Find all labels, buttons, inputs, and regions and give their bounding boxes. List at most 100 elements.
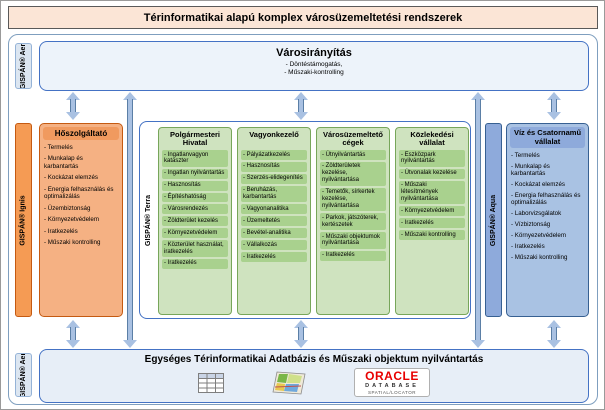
list-item: - Energia felhasználás és optimalizálás <box>511 192 581 207</box>
column-title: Vagyonkezelő <box>249 130 299 139</box>
list-item: - Műszaki objektumok nyilvántartása <box>320 232 386 249</box>
double-arrow <box>66 320 80 348</box>
viz-csatornamu-title: Víz és Csatornamű vállalat <box>510 127 585 149</box>
list-item: - Közterület használat, iratkezelés <box>162 240 228 257</box>
list-item: - Környezetvédelem <box>399 206 465 217</box>
varosiranyitas-panel: Városirányítás - Döntéstámogatás, - Műsz… <box>39 41 589 91</box>
double-arrow <box>294 92 308 120</box>
list-item: - Munkalap és karbantartás <box>44 155 83 170</box>
table-icon <box>198 372 225 393</box>
varosiranyitas-item: - Műszaki-kontrolling <box>284 69 344 77</box>
arrow-shaft <box>475 99 481 341</box>
arrow-shaft <box>551 327 557 341</box>
double-arrow-tall <box>471 92 485 348</box>
column-varosuzemelteto-cegek: Városüzemeltető cégek - Útnyilvántartás … <box>316 127 390 315</box>
list-item: - Szerzés-elidegenítés <box>241 173 307 184</box>
terra-container: GISPÁN® Terra Polgármesteri Hivatal - In… <box>139 121 471 319</box>
gispan-aer-top-label: GISPÁN® Aer <box>20 43 28 89</box>
list-item: - Útvonalak kezelése <box>399 168 465 179</box>
list-item: - Parkok, játszóterek, kertészetek <box>320 213 386 231</box>
gispan-ignis-strip: GISPÁN® Ignis <box>15 123 32 317</box>
oracle-logo: ORACLE DATABASE SPATIAL/LOCATOR <box>354 368 430 398</box>
arrow-shaft <box>551 99 557 113</box>
arrow-shaft <box>70 99 76 113</box>
oracle-logo-product: DATABASE <box>365 382 419 389</box>
gispan-ignis-label: GISPÁN® Ignis <box>20 194 27 246</box>
list-item: - Eszközpark nyilvántartás <box>399 150 465 167</box>
list-item: - Termelés <box>44 144 73 151</box>
arrow-shaft <box>127 99 133 341</box>
gispan-aqua-label: GISPÁN® Aqua <box>490 194 497 246</box>
gispan-aer-bottom-label: GISPÁN® Aer <box>20 353 28 397</box>
list-item: - Zöldterület kezelés <box>162 216 228 227</box>
list-item: - Munkalap és karbantartás <box>511 162 550 178</box>
page-title: Térinformatikai alapú komplex városüzeme… <box>143 11 463 24</box>
list-item: - Temetők, sírkertek kezelése, nyilvánta… <box>320 187 386 212</box>
column-title: Közlekedési vállalat <box>410 130 454 148</box>
list-item: - Energia felhasználás és optimalizálás <box>44 185 114 201</box>
list-item: - Üzembiztonság <box>44 204 91 212</box>
hoszolgaltato-title: Hőszolgáltató <box>43 127 119 140</box>
list-item: - Környezetvédelem <box>44 216 100 224</box>
column-title: Városüzemeltető cégek <box>322 130 384 148</box>
arrow-shaft <box>70 327 76 341</box>
database-icons-row: ORACLE DATABASE SPATIAL/LOCATOR <box>40 368 588 398</box>
hoszolgaltato-panel: Hőszolgáltató - Termelés - Munkalap és k… <box>39 123 123 317</box>
list-item: - Bevétel-analitika <box>241 228 307 239</box>
double-arrow-tall <box>123 92 137 348</box>
database-panel: Egységes Térinformatikai Adatbázis és Mű… <box>39 349 589 403</box>
map-layers-icon <box>272 371 306 394</box>
list-item: - Környezetvédelem <box>511 232 567 240</box>
list-item: - Útnyilvántartás <box>320 150 386 160</box>
list-item: - Vállalkozás <box>241 240 307 251</box>
oracle-logo-name: ORACLE <box>365 369 419 383</box>
list-item: - Iratkezelés <box>44 227 78 235</box>
list-item: - Pályázatkezelés <box>241 150 307 160</box>
oracle-logo-option: SPATIAL/LOCATOR <box>368 389 416 395</box>
arrow-shaft <box>298 327 304 341</box>
list-item: - Műszaki kontrolling <box>44 238 101 246</box>
list-item: - Iratkezelés <box>241 252 307 262</box>
double-arrow <box>547 320 561 348</box>
viz-csatornamu-panel: Víz és Csatornamű vállalat - Termelés - … <box>506 123 589 317</box>
varosiranyitas-item: - Döntéstámogatás, <box>285 61 343 68</box>
gispan-aqua-strip: GISPÁN® Aqua <box>485 123 502 317</box>
list-item: - Laborvizsgálatok <box>511 210 562 218</box>
database-panel-title: Egységes Térinformatikai Adatbázis és Mű… <box>144 354 484 365</box>
list-item: - Műszaki létesítmények nyilvántartása <box>399 180 465 205</box>
list-item: - Ingatlanvagyon kataszter <box>162 150 228 167</box>
list-item: - Műszaki kontrolling <box>399 230 465 241</box>
list-item: - Építéshatóság <box>162 192 228 203</box>
list-item: - Vízbiztonság <box>511 221 551 229</box>
list-item: - Kockázat elemzés <box>511 181 565 189</box>
list-item: - Iratkezelés <box>320 250 386 261</box>
list-item: - Hasznosítás <box>241 161 307 172</box>
column-title: Polgármesteri Hivatal <box>169 130 221 148</box>
list-item: - Hasznosítás <box>162 180 228 191</box>
list-item: - Városrendezés <box>162 204 228 215</box>
list-item: - Ingatlan nyilvántartás <box>162 168 228 179</box>
column-polgarmesteri-hivatal: Polgármesteri Hivatal - Ingatlanvagyon k… <box>158 127 232 315</box>
varosiranyitas-title: Városirányítás <box>276 47 352 59</box>
column-kozlekedesi-vallalat: Közlekedési vállalat - Eszközpark nyilvá… <box>395 127 469 315</box>
list-item: - Beruházás, karbantartás <box>241 185 307 203</box>
list-item: - Iratkezelés <box>399 218 465 229</box>
list-item: - Vagyonanalitika <box>241 204 307 215</box>
gispan-aer-bottom-strip: GISPÁN® Aer <box>15 353 32 397</box>
list-item: - Környezetvédelem <box>162 228 228 239</box>
list-item: - Termelés <box>511 151 540 159</box>
list-item: - Üzemeltetés <box>241 216 307 227</box>
double-arrow <box>547 92 561 120</box>
arrow-shaft <box>298 99 304 113</box>
diagram-title-bar: Térinformatikai alapú komplex városüzeme… <box>8 6 598 29</box>
gispan-terra-label: GISPÁN® Terra <box>145 194 152 246</box>
list-item: - Iratkezelés <box>162 258 228 269</box>
list-item: - Zöldterületek kezelése, nyilvántartása <box>320 161 386 186</box>
list-item: - Kockázat elemzés <box>44 174 98 182</box>
column-vagyonkezelo: Vagyonkezelő - Pályázatkezelés - Hasznos… <box>237 127 311 315</box>
list-item: - Iratkezelés <box>511 243 545 251</box>
double-arrow <box>66 92 80 120</box>
list-item: - Műszaki kontrolling <box>511 254 568 262</box>
gispan-aer-top-strip: GISPÁN® Aer <box>15 43 32 89</box>
